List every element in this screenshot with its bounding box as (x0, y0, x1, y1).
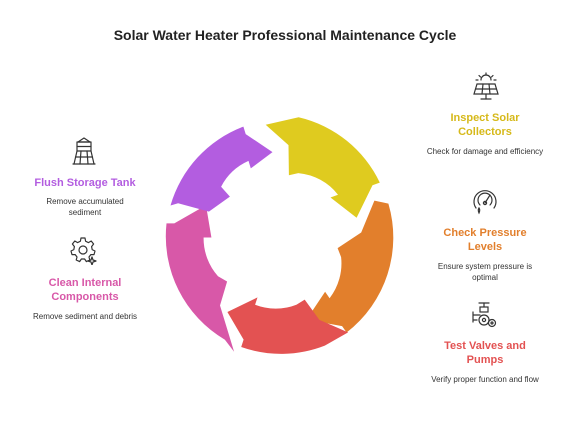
cycle-segment-flush (170, 126, 273, 212)
diagram-title: Solar Water Heater Professional Maintena… (113, 27, 457, 43)
gear-sparkle-icon (70, 237, 97, 265)
cycle-segment-pressure (306, 200, 394, 333)
cycle-segment-valves (227, 297, 349, 354)
step-label-flush: Flush Storage Tank (34, 177, 136, 189)
step-desc-clean: Remove sediment and debris (32, 312, 138, 321)
step-label-clean: Clean Internal Components (48, 277, 122, 303)
cycle-segment-clean (165, 205, 235, 352)
cycle-segment-inspect (265, 117, 380, 218)
step-desc-pressure: Ensure system pressure is optimal (437, 262, 533, 282)
step-label-pressure: Check Pressure Levels (443, 227, 527, 253)
pressure-gauge-icon (473, 190, 497, 215)
step-label-valves: Test Valves and Pumps (444, 340, 526, 366)
step-desc-flush: Remove accumulated sediment (46, 197, 124, 217)
solar-panel-sun-icon (473, 72, 499, 100)
step-label-inspect: Inspect Solar Collectors (450, 112, 520, 138)
valve-pump-icon (472, 302, 497, 328)
step-desc-valves: Verify proper function and flow (431, 375, 539, 384)
step-desc-inspect: Check for damage and efficiency (426, 147, 544, 156)
water-tower-icon (72, 137, 96, 165)
